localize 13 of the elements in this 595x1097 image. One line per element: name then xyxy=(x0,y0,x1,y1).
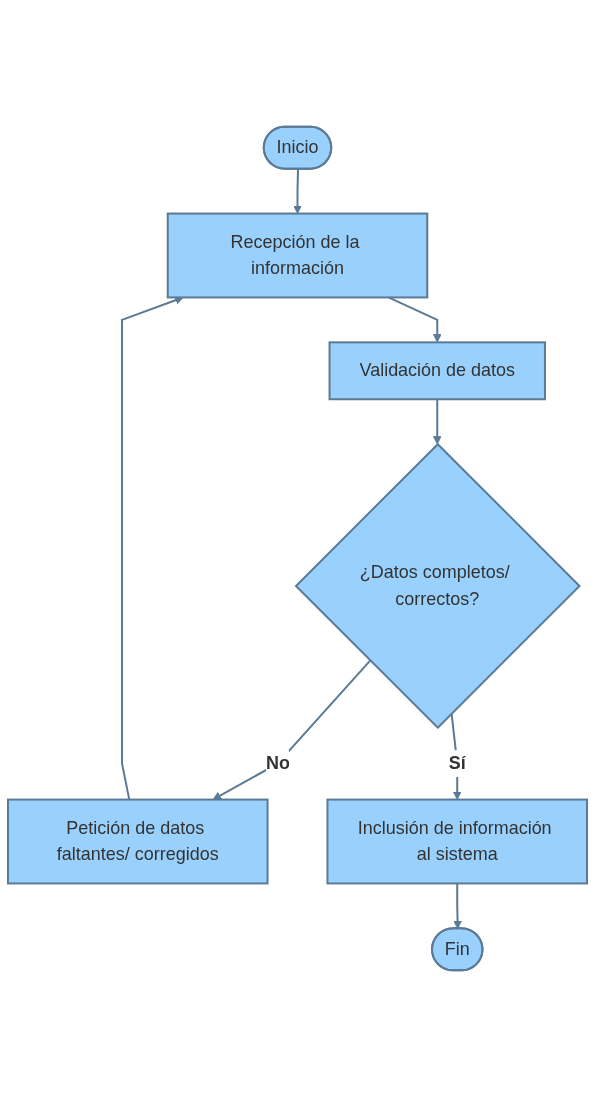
edge-label: No xyxy=(266,753,290,774)
node-box: Recepción de la información xyxy=(166,212,429,299)
edge-label: Sí xyxy=(448,753,466,774)
arrow xyxy=(121,296,184,801)
arrow xyxy=(432,398,442,445)
node-box: Petición de datos faltantes/ corregidos xyxy=(7,798,269,885)
node-box: Inclusión de información al sistema xyxy=(326,798,588,885)
node-diamond: ¿Datos completos/ correctos? xyxy=(294,442,581,730)
arrow xyxy=(453,882,462,930)
arrow xyxy=(387,296,442,343)
arrow xyxy=(212,659,372,800)
arrow xyxy=(293,168,302,214)
node-box: Validación de datos xyxy=(328,341,546,401)
